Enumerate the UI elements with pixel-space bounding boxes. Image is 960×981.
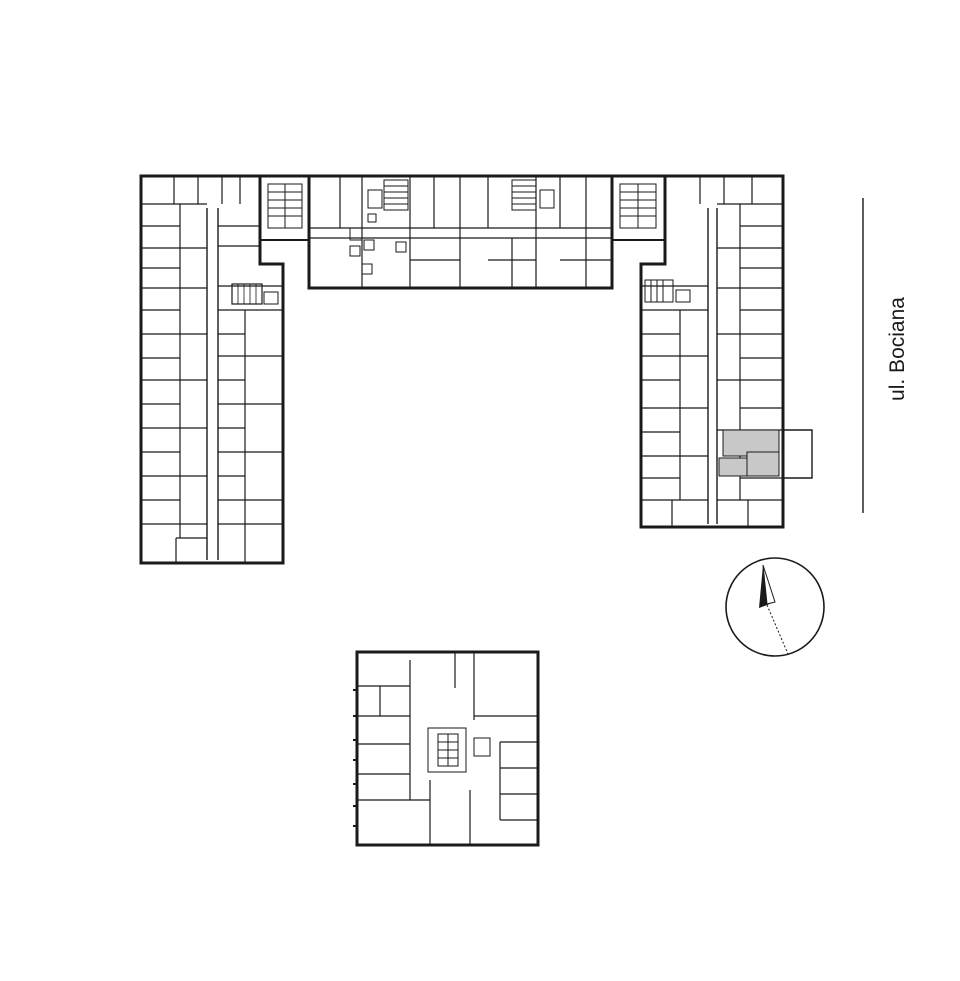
north-arrow-icon <box>725 557 825 657</box>
stairs-icon <box>367 179 409 211</box>
east-wing-unit <box>718 429 813 479</box>
north-wing <box>260 174 783 290</box>
south-block <box>353 650 540 847</box>
stairs-icon <box>644 279 691 303</box>
equipment-icons <box>349 213 407 275</box>
west-wing <box>139 174 285 565</box>
u-shaped-building <box>139 174 813 565</box>
stairs-icon <box>267 183 303 229</box>
street-name-label: ul. Bociana <box>886 297 909 401</box>
stairs-icon <box>619 183 657 229</box>
stairs-icon <box>511 179 555 211</box>
elevator-icon <box>473 737 491 757</box>
stairs-icon <box>427 727 467 773</box>
east-wing <box>639 174 813 529</box>
stairs-icon <box>231 283 263 305</box>
